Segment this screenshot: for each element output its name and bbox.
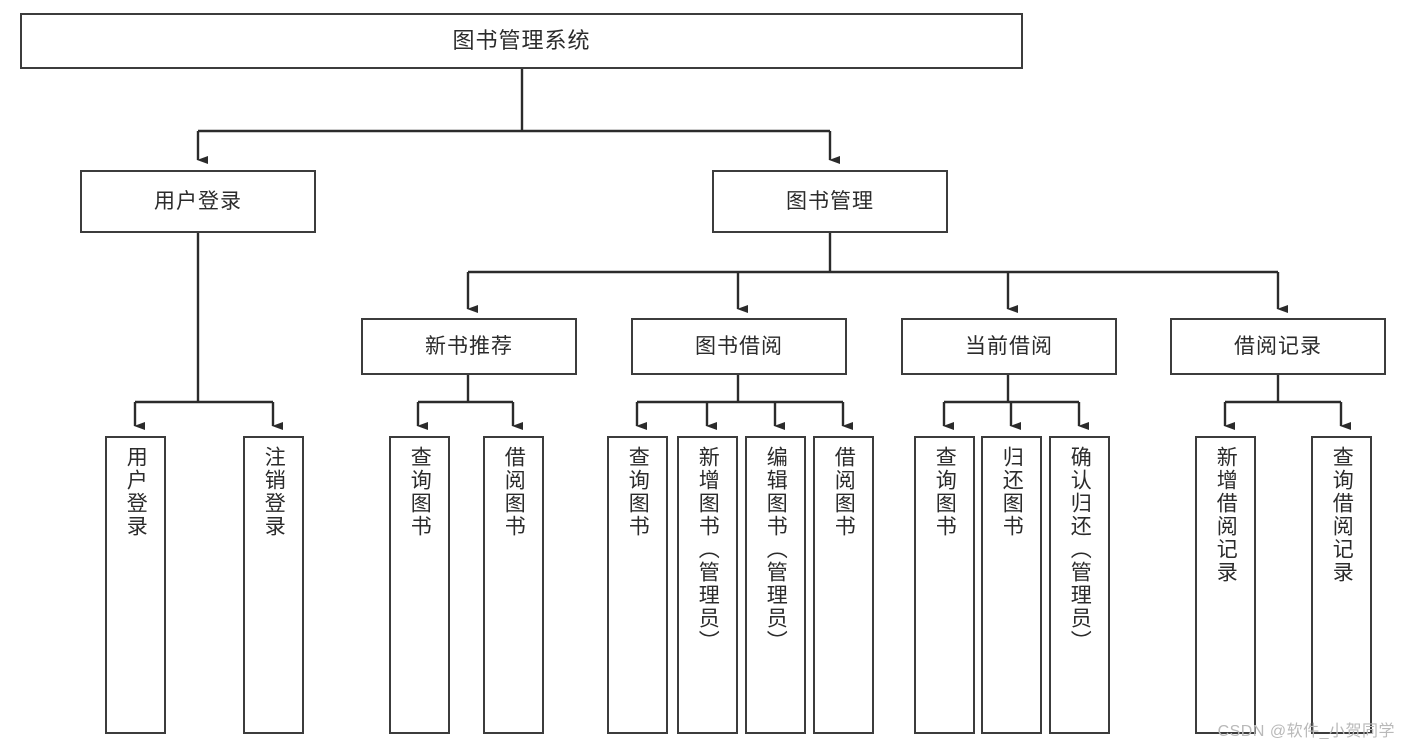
node-new-book-recommend[interactable]: 新书推荐 (361, 318, 577, 375)
node-book-borrow[interactable]: 图书借阅 (631, 318, 847, 375)
leaf-label: 编辑图书（管理员） (764, 446, 788, 653)
leaf-borrow-record-add[interactable]: 新增借阅记录 (1195, 436, 1256, 734)
leaf-new-book-query[interactable]: 查询图书 (389, 436, 450, 734)
leaf-label: 归还图书 (1000, 446, 1024, 538)
node-user-login[interactable]: 用户登录 (80, 170, 316, 233)
csdn-watermark: CSDN @软件_小贺同学 (1217, 723, 1395, 740)
leaf-book-borrow-query[interactable]: 查询图书 (607, 436, 668, 734)
node-book-management[interactable]: 图书管理 (712, 170, 948, 233)
leaf-label: 注销登录 (262, 446, 286, 538)
leaf-label: 新增借阅记录 (1214, 446, 1238, 584)
leaf-label: 用户登录 (124, 446, 148, 538)
leaf-current-borrow-return[interactable]: 归还图书 (981, 436, 1042, 734)
leaf-book-borrow-lend[interactable]: 借阅图书 (813, 436, 874, 734)
leaf-current-borrow-query[interactable]: 查询图书 (914, 436, 975, 734)
leaf-label: 查询借阅记录 (1330, 446, 1354, 584)
leaf-label: 查询图书 (626, 446, 650, 538)
leaf-user-login-signin[interactable]: 用户登录 (105, 436, 166, 734)
leaf-book-borrow-edit[interactable]: 编辑图书（管理员） (745, 436, 806, 734)
node-current-borrow[interactable]: 当前借阅 (901, 318, 1117, 375)
leaf-label: 确认归还（管理员） (1068, 446, 1092, 653)
leaf-label: 借阅图书 (502, 446, 526, 538)
leaf-current-borrow-confirm-return[interactable]: 确认归还（管理员） (1049, 436, 1110, 734)
node-borrow-record[interactable]: 借阅记录 (1170, 318, 1386, 375)
leaf-label: 查询图书 (408, 446, 432, 538)
leaf-label: 新增图书（管理员） (696, 446, 720, 653)
node-root-system[interactable]: 图书管理系统 (20, 13, 1023, 69)
leaf-borrow-record-query[interactable]: 查询借阅记录 (1311, 436, 1372, 734)
leaf-label: 查询图书 (933, 446, 957, 538)
leaf-user-login-signout[interactable]: 注销登录 (243, 436, 304, 734)
leaf-new-book-borrow[interactable]: 借阅图书 (483, 436, 544, 734)
leaf-book-borrow-add[interactable]: 新增图书（管理员） (677, 436, 738, 734)
leaf-label: 借阅图书 (832, 446, 856, 538)
